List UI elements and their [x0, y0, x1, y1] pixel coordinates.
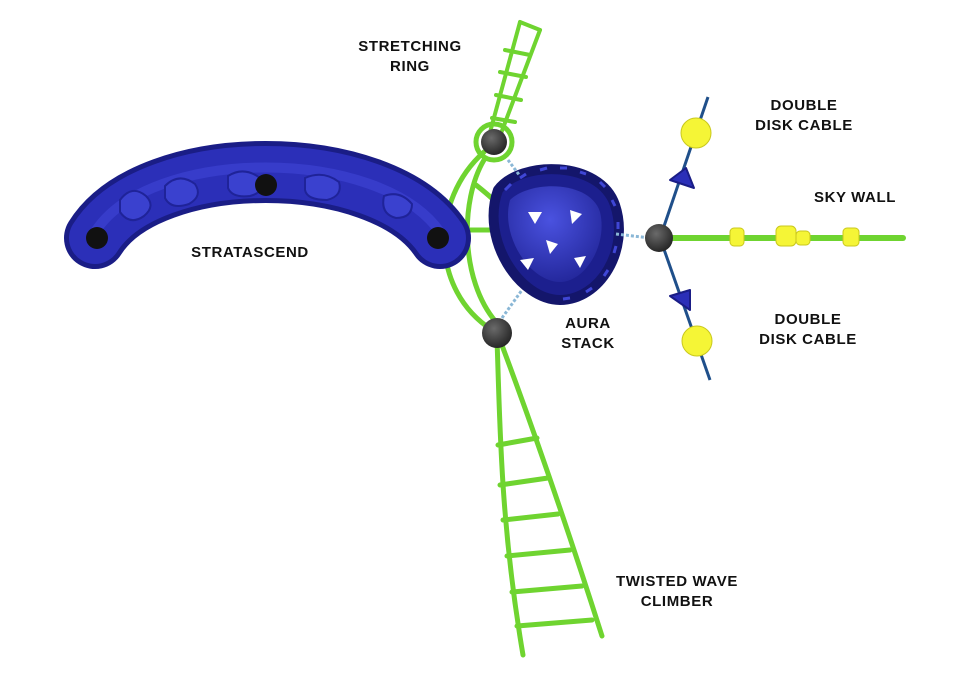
label-aura-stack: AURA STACK	[561, 315, 615, 352]
label-twisted-wave-climber: TWISTED WAVE CLIMBER	[616, 573, 738, 610]
posts	[481, 129, 673, 348]
label-stretching-ring: STRETCHING RING	[358, 38, 462, 75]
stretching-ring	[473, 20, 542, 163]
label-double-disk-cable-bottom: DOUBLE DISK CABLE	[759, 311, 857, 348]
sky-wall	[657, 225, 906, 247]
label-sky-wall: SKY WALL	[813, 189, 897, 206]
label-stratascend: STRATASCEND	[191, 244, 309, 261]
post-top	[481, 129, 507, 155]
aura-stack	[488, 159, 651, 319]
double-disk-cable-bottom	[658, 237, 713, 381]
double-disk-cable-top	[658, 96, 712, 239]
post-bottom	[482, 318, 512, 348]
twisted-wave-climber	[494, 337, 605, 658]
label-double-disk-cable-top: DOUBLE DISK CABLE	[755, 97, 853, 134]
stratascend	[64, 141, 471, 269]
post-right	[645, 224, 673, 252]
